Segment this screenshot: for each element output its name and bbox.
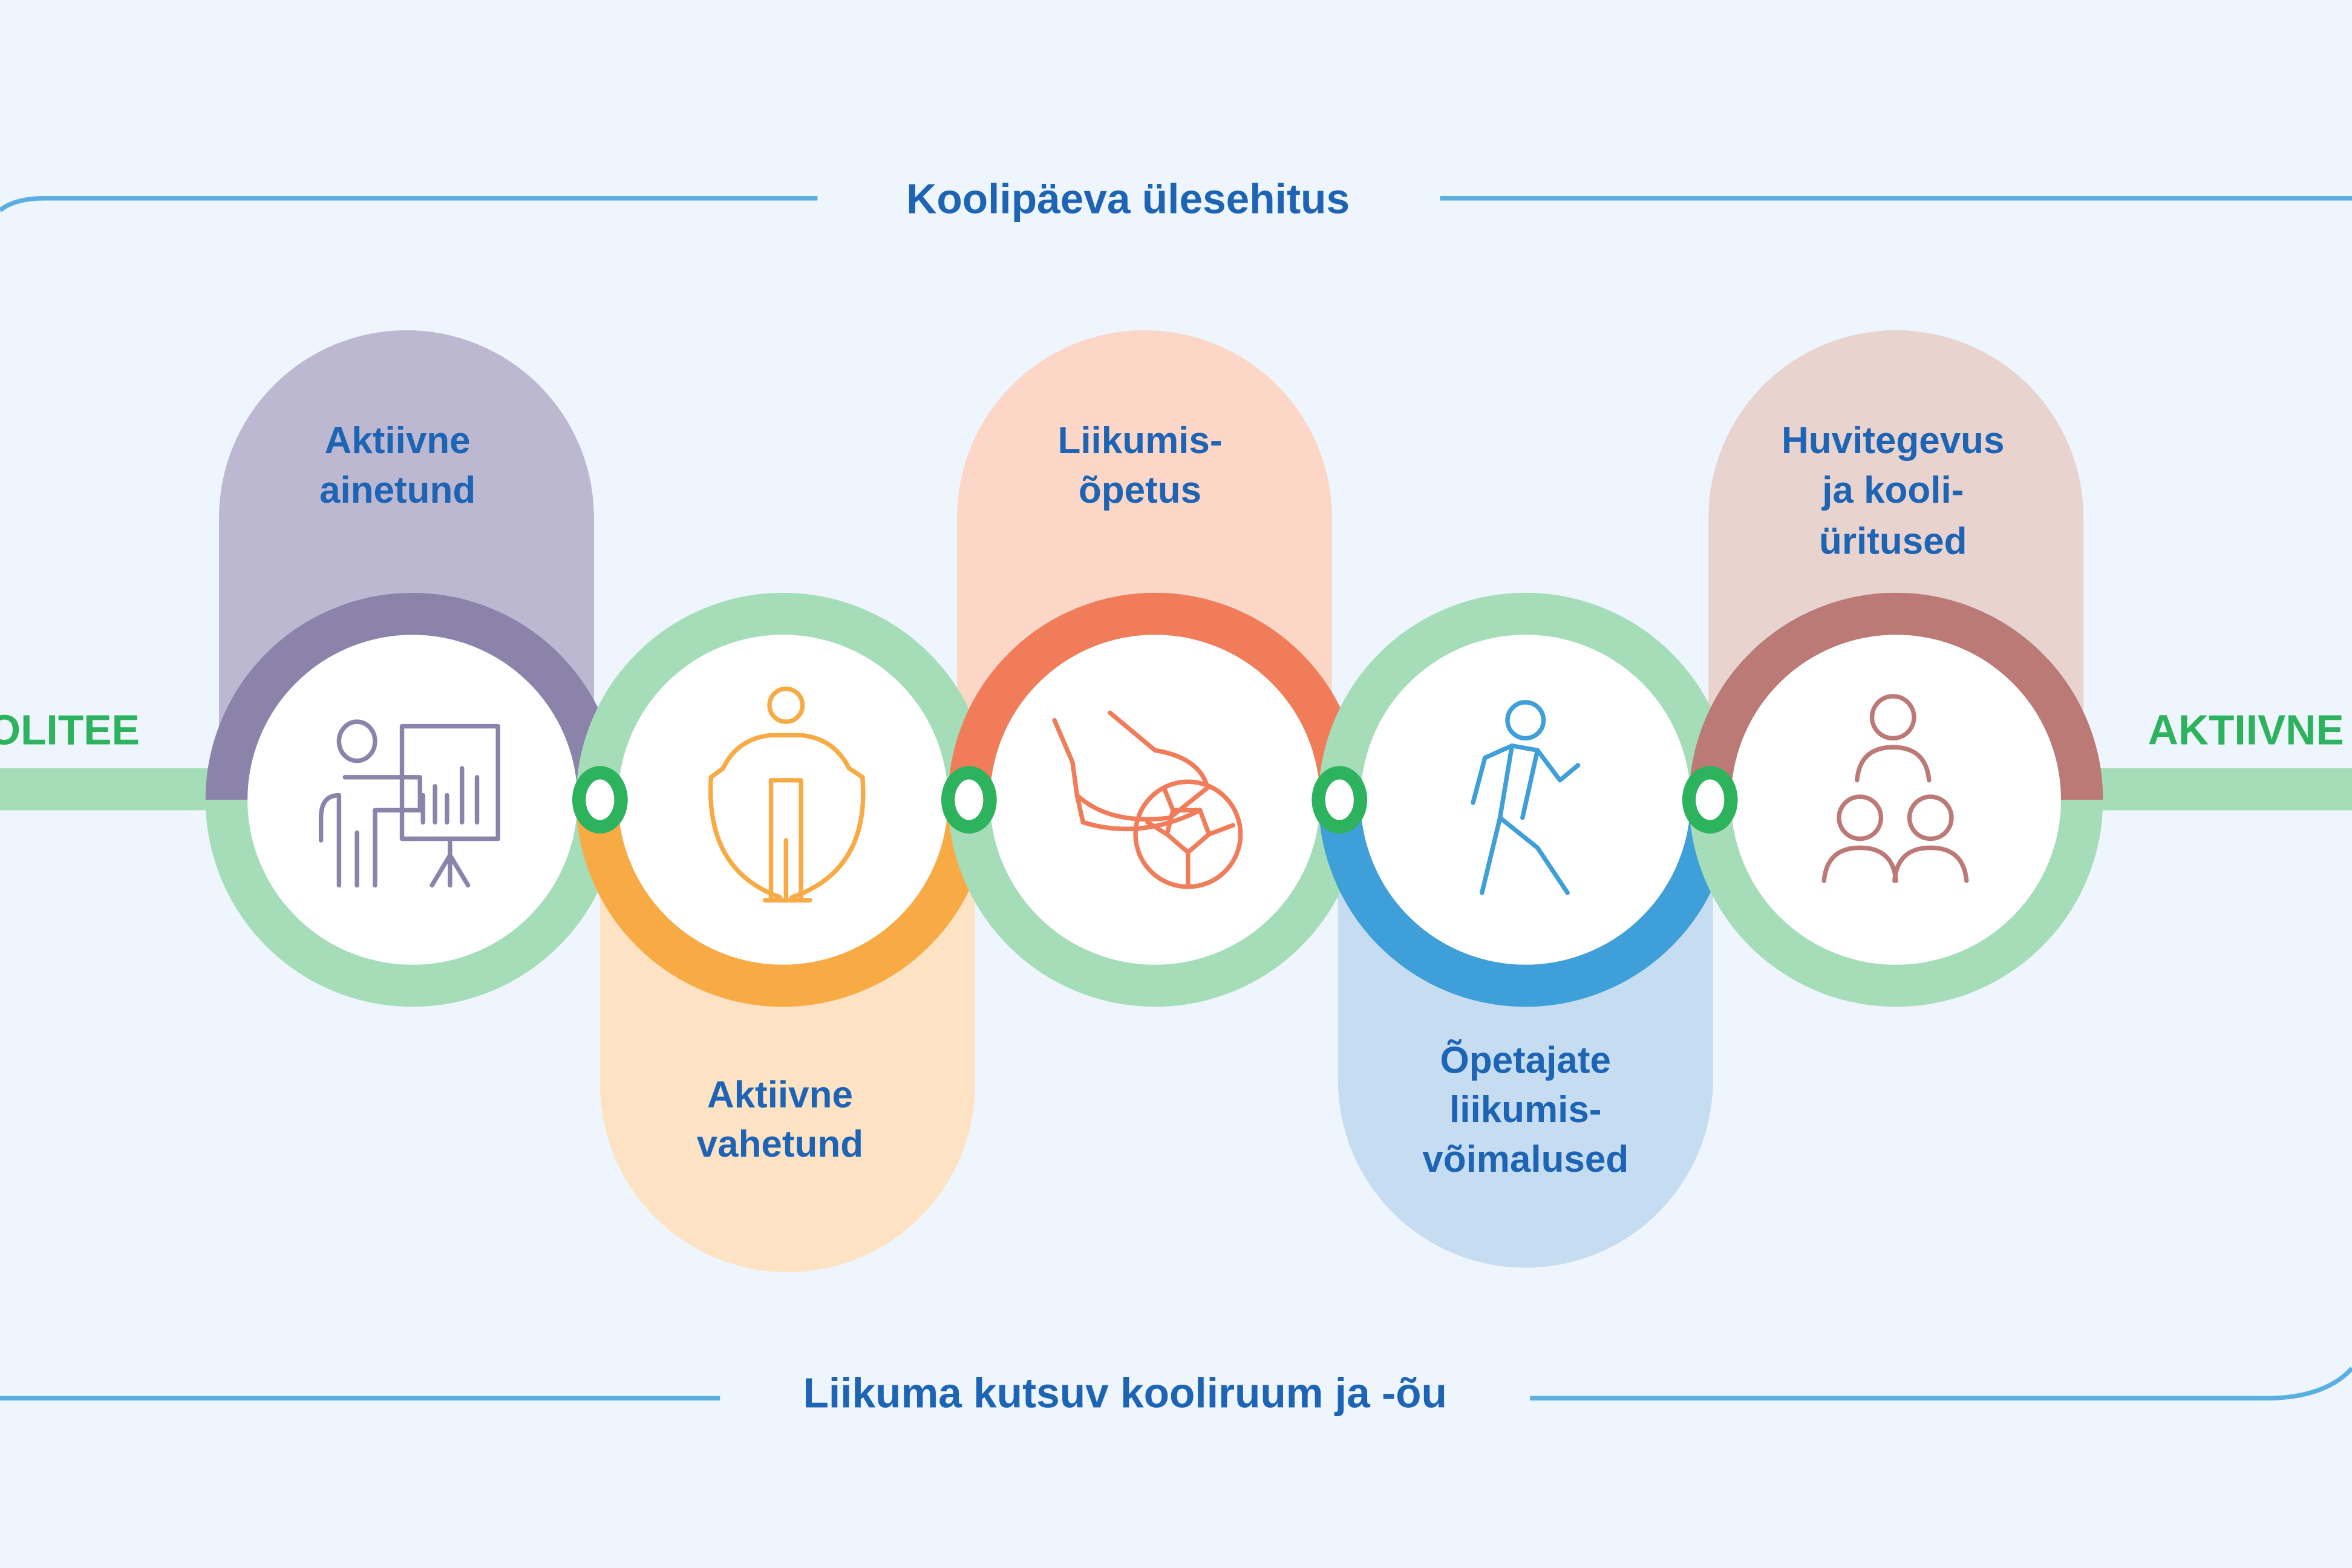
left-label: OLITEE — [0, 706, 140, 753]
football-kick-icon — [1052, 710, 1243, 889]
connector-dot — [572, 766, 628, 834]
step-2-label-line-2: vahetund — [697, 1123, 863, 1165]
step-3-label-line-2: õpetus — [1079, 469, 1201, 511]
step-5-label-line-3: üritused — [1819, 520, 1967, 562]
top-frame-line-left — [0, 195, 818, 212]
ring-step-3 — [948, 592, 1362, 1007]
teacher-presentation-icon — [318, 719, 500, 888]
step-5-label-line-1: Huvitegevus — [1782, 420, 2004, 462]
step-5-label-line-2: ja kooli- — [1821, 469, 1964, 511]
connector-dot — [1682, 766, 1738, 834]
step-3-label-line-1: Liikumis- — [1057, 420, 1222, 462]
group-people-icon — [1821, 694, 1969, 883]
jump-rope-icon — [708, 686, 866, 903]
step-4-label-line-1: Õpetajate — [1440, 1039, 1611, 1081]
path-bar-left — [0, 768, 225, 811]
right-label: AKTIIVNE — [2148, 706, 2344, 753]
step-2-label-line-1: Aktiivne — [707, 1074, 853, 1116]
step-4-label-line-3: võimalused — [1422, 1138, 1628, 1180]
walking-person-icon — [1471, 700, 1581, 895]
connector-dot — [1312, 766, 1368, 834]
path-bar-right — [2077, 768, 2352, 811]
bottom-frame-line-right — [1530, 1367, 2352, 1401]
ring-step-1 — [205, 592, 620, 1007]
step-1-label-line-1: Aktiivne — [325, 420, 471, 462]
title-bottom: Liikuma kutsuv kooliruum ja -õu — [803, 1369, 1446, 1416]
connector-dot — [941, 766, 997, 834]
step-4-label-line-2: liikumis- — [1449, 1089, 1601, 1131]
step-1-label-line-2: ainetund — [319, 469, 475, 511]
ring-step-2 — [576, 592, 990, 1007]
ring-step-5 — [1689, 592, 2103, 1007]
title-top: Koolipäeva ülesehitus — [906, 175, 1350, 223]
